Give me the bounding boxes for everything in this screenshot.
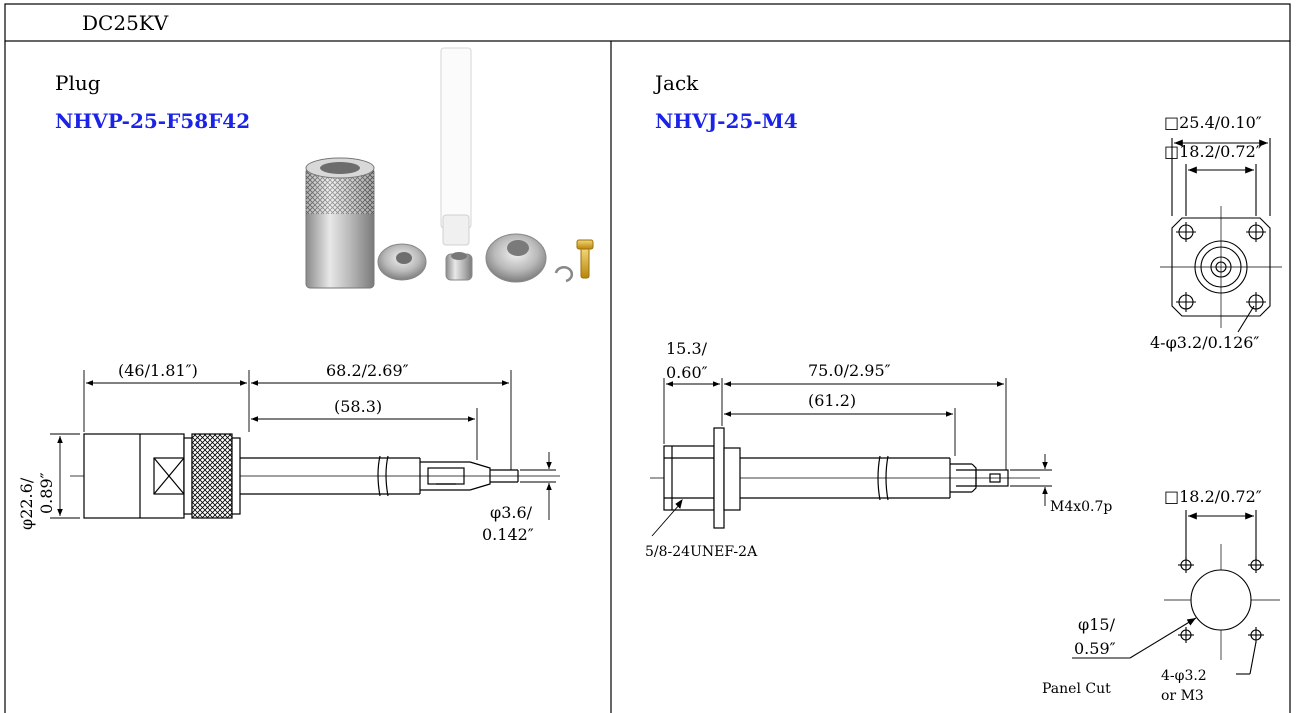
header-bar: DC25KV: [4, 3, 1291, 42]
panel-cut-square-dim: □18.2/0.72″: [1164, 487, 1262, 506]
jack-dim-flange-2: 0.60″: [666, 363, 708, 382]
jack-drawing: [650, 427, 1040, 529]
panel-cut-hole-dia-2: 0.59″: [1074, 639, 1116, 658]
jack-panel-cut: [1072, 510, 1280, 675]
plug-dim-overall-length: 68.2/2.69″: [326, 361, 409, 380]
jack-dim-tip-thread: M4x0.7p: [1050, 499, 1112, 515]
plug-dimension-lines: [50, 370, 556, 520]
plug-dim-pin-dia-1: φ3.6/: [490, 503, 533, 522]
plug-part-number: NHVP-25-F58F42: [55, 109, 250, 133]
plug-dim-pin-dia-2: 0.142″: [482, 525, 534, 544]
panel-cut-caption: Panel Cut: [1042, 681, 1111, 697]
jack-dim-length: 75.0/2.95″: [808, 361, 891, 380]
voltage-rating: DC25KV: [82, 11, 169, 35]
jack-front-holes-dim: 4-φ3.2/0.126″: [1150, 333, 1259, 352]
plug-drawing: [70, 433, 560, 519]
jack-dim-flange-1: 15.3/: [666, 339, 708, 358]
jack-dim-inner: (61.2): [808, 391, 856, 410]
panel-cut-holes-2: or M3: [1161, 688, 1204, 704]
plug-dim-body-dia-1: φ22.6/: [17, 477, 36, 530]
jack-dim-body-thread: 5/8-24UNEF-2A: [645, 544, 758, 560]
jack-label: Jack: [653, 71, 699, 95]
plug-label: Plug: [55, 71, 101, 95]
jack-front-view: [1160, 138, 1282, 333]
jack-dimension-lines: [651, 378, 1052, 537]
panel-cut-holes-1: 4-φ3.2: [1161, 668, 1207, 684]
plug-dim-body-dia-2: 0.89″: [37, 472, 56, 514]
plug-product-photo: [305, 47, 594, 289]
jack-panel: Jack NHVJ-25-M4: [645, 71, 1282, 704]
plug-dim-body-length: (46/1.81″): [118, 361, 198, 380]
panel-cut-hole-dia-1: φ15/: [1078, 615, 1116, 634]
jack-front-inner-dim: □18.2/0.72″: [1164, 142, 1262, 161]
plug-panel: Plug NHVP-25-F58F42: [17, 47, 594, 544]
plug-dim-inner-length: (58.3): [334, 397, 382, 416]
jack-part-number: NHVJ-25-M4: [655, 109, 798, 133]
jack-front-outer-dim: □25.4/0.10″: [1164, 113, 1262, 132]
